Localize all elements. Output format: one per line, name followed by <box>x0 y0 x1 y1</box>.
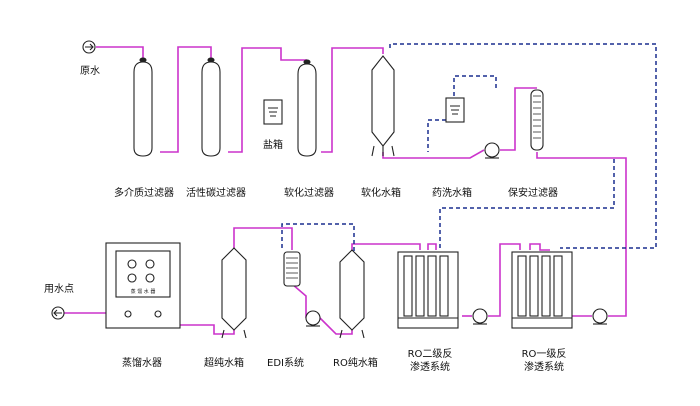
pipe-softener-to-tank <box>321 47 384 153</box>
pump-ro-middle-icon <box>472 308 488 325</box>
pipe-ro2-inner <box>427 243 437 250</box>
ro-pure-tank-vessel <box>339 249 365 339</box>
pipe-pump-to-security <box>500 87 537 151</box>
label-ro-stage1-line2: 渗透系统 <box>524 362 564 373</box>
chemical-wash-tank-box <box>445 97 465 123</box>
label-use-point: 用水点 <box>44 284 74 295</box>
label-security-filter: 保安过滤器 <box>508 188 558 199</box>
pump-top-icon <box>484 142 500 159</box>
label-multimedia-filter: 多介质过滤器 <box>114 188 174 199</box>
pipe-raw-inlet <box>96 46 144 58</box>
label-ro-pure-tank: RO纯水箱 <box>333 358 378 369</box>
label-ro-stage1: RO一级反 渗透系统 <box>516 348 572 374</box>
security-filter-vessel <box>530 89 544 151</box>
label-soft-water-tank: 软化水箱 <box>361 188 401 199</box>
label-ro-stage2-line2: 渗透系统 <box>410 362 450 373</box>
salt-tank-box <box>263 99 283 125</box>
ro-stage2-unit <box>397 251 459 329</box>
pipe-ro1-to-ro2 <box>488 243 521 317</box>
label-edi-system: EDI系统 <box>267 358 304 369</box>
label-chemical-wash-tank: 药洗水箱 <box>432 188 472 199</box>
softener-filter-vessel <box>297 59 317 157</box>
pipe-carbon-to-softener <box>228 47 307 153</box>
pipe-tank-to-pump <box>382 149 485 159</box>
label-raw-water: 原水 <box>80 66 100 77</box>
label-salt-tank: 盐箱 <box>263 140 283 151</box>
pipe-security-to-ro1 <box>536 152 627 317</box>
multimedia-filter-vessel <box>133 57 153 157</box>
carbon-filter-vessel <box>201 57 221 157</box>
return-top-loop <box>389 43 657 249</box>
label-ultrapure-tank: 超纯水箱 <box>204 358 244 369</box>
main-pipe-network <box>64 46 627 335</box>
raw-water-inlet-icon <box>82 40 96 54</box>
label-ro-stage2: RO二级反 渗透系统 <box>402 348 458 374</box>
label-carbon-filter: 活性碳过滤器 <box>186 188 246 199</box>
soft-water-tank-vessel <box>371 55 395 157</box>
ultrapure-tank-vessel <box>221 247 247 339</box>
label-distiller: 蒸馏水器 <box>122 358 162 369</box>
use-point-outlet-icon <box>51 306 65 320</box>
ro-stage1-unit <box>511 251 573 329</box>
pipe-ro1-inner <box>529 243 550 251</box>
pipe-pump-to-edi <box>291 283 307 318</box>
return-washtank-link <box>453 75 497 96</box>
pipe-ultrapure-to-distiller <box>180 324 235 335</box>
edi-module <box>283 251 301 287</box>
return-washtank-left <box>427 119 446 152</box>
distiller-panel-text: 蒸 馏 水 器 <box>131 288 156 295</box>
pipe-ropure-to-pump <box>319 317 353 335</box>
pump-edi-icon <box>305 310 321 327</box>
label-ro-stage2-line1: RO二级反 <box>407 349 453 360</box>
pump-ro-right-icon <box>592 308 608 325</box>
label-ro-stage1-line1: RO一级反 <box>521 349 567 360</box>
pipe-mm-to-carbon <box>160 46 212 153</box>
pipe-edi-to-ultrapure <box>233 227 293 250</box>
distiller-unit <box>105 242 181 329</box>
return-pipe-network <box>281 43 657 262</box>
return-ro2-to-rotank <box>439 158 615 248</box>
return-edi-loop <box>281 223 355 262</box>
label-softener-filter: 软化过滤器 <box>284 188 334 199</box>
